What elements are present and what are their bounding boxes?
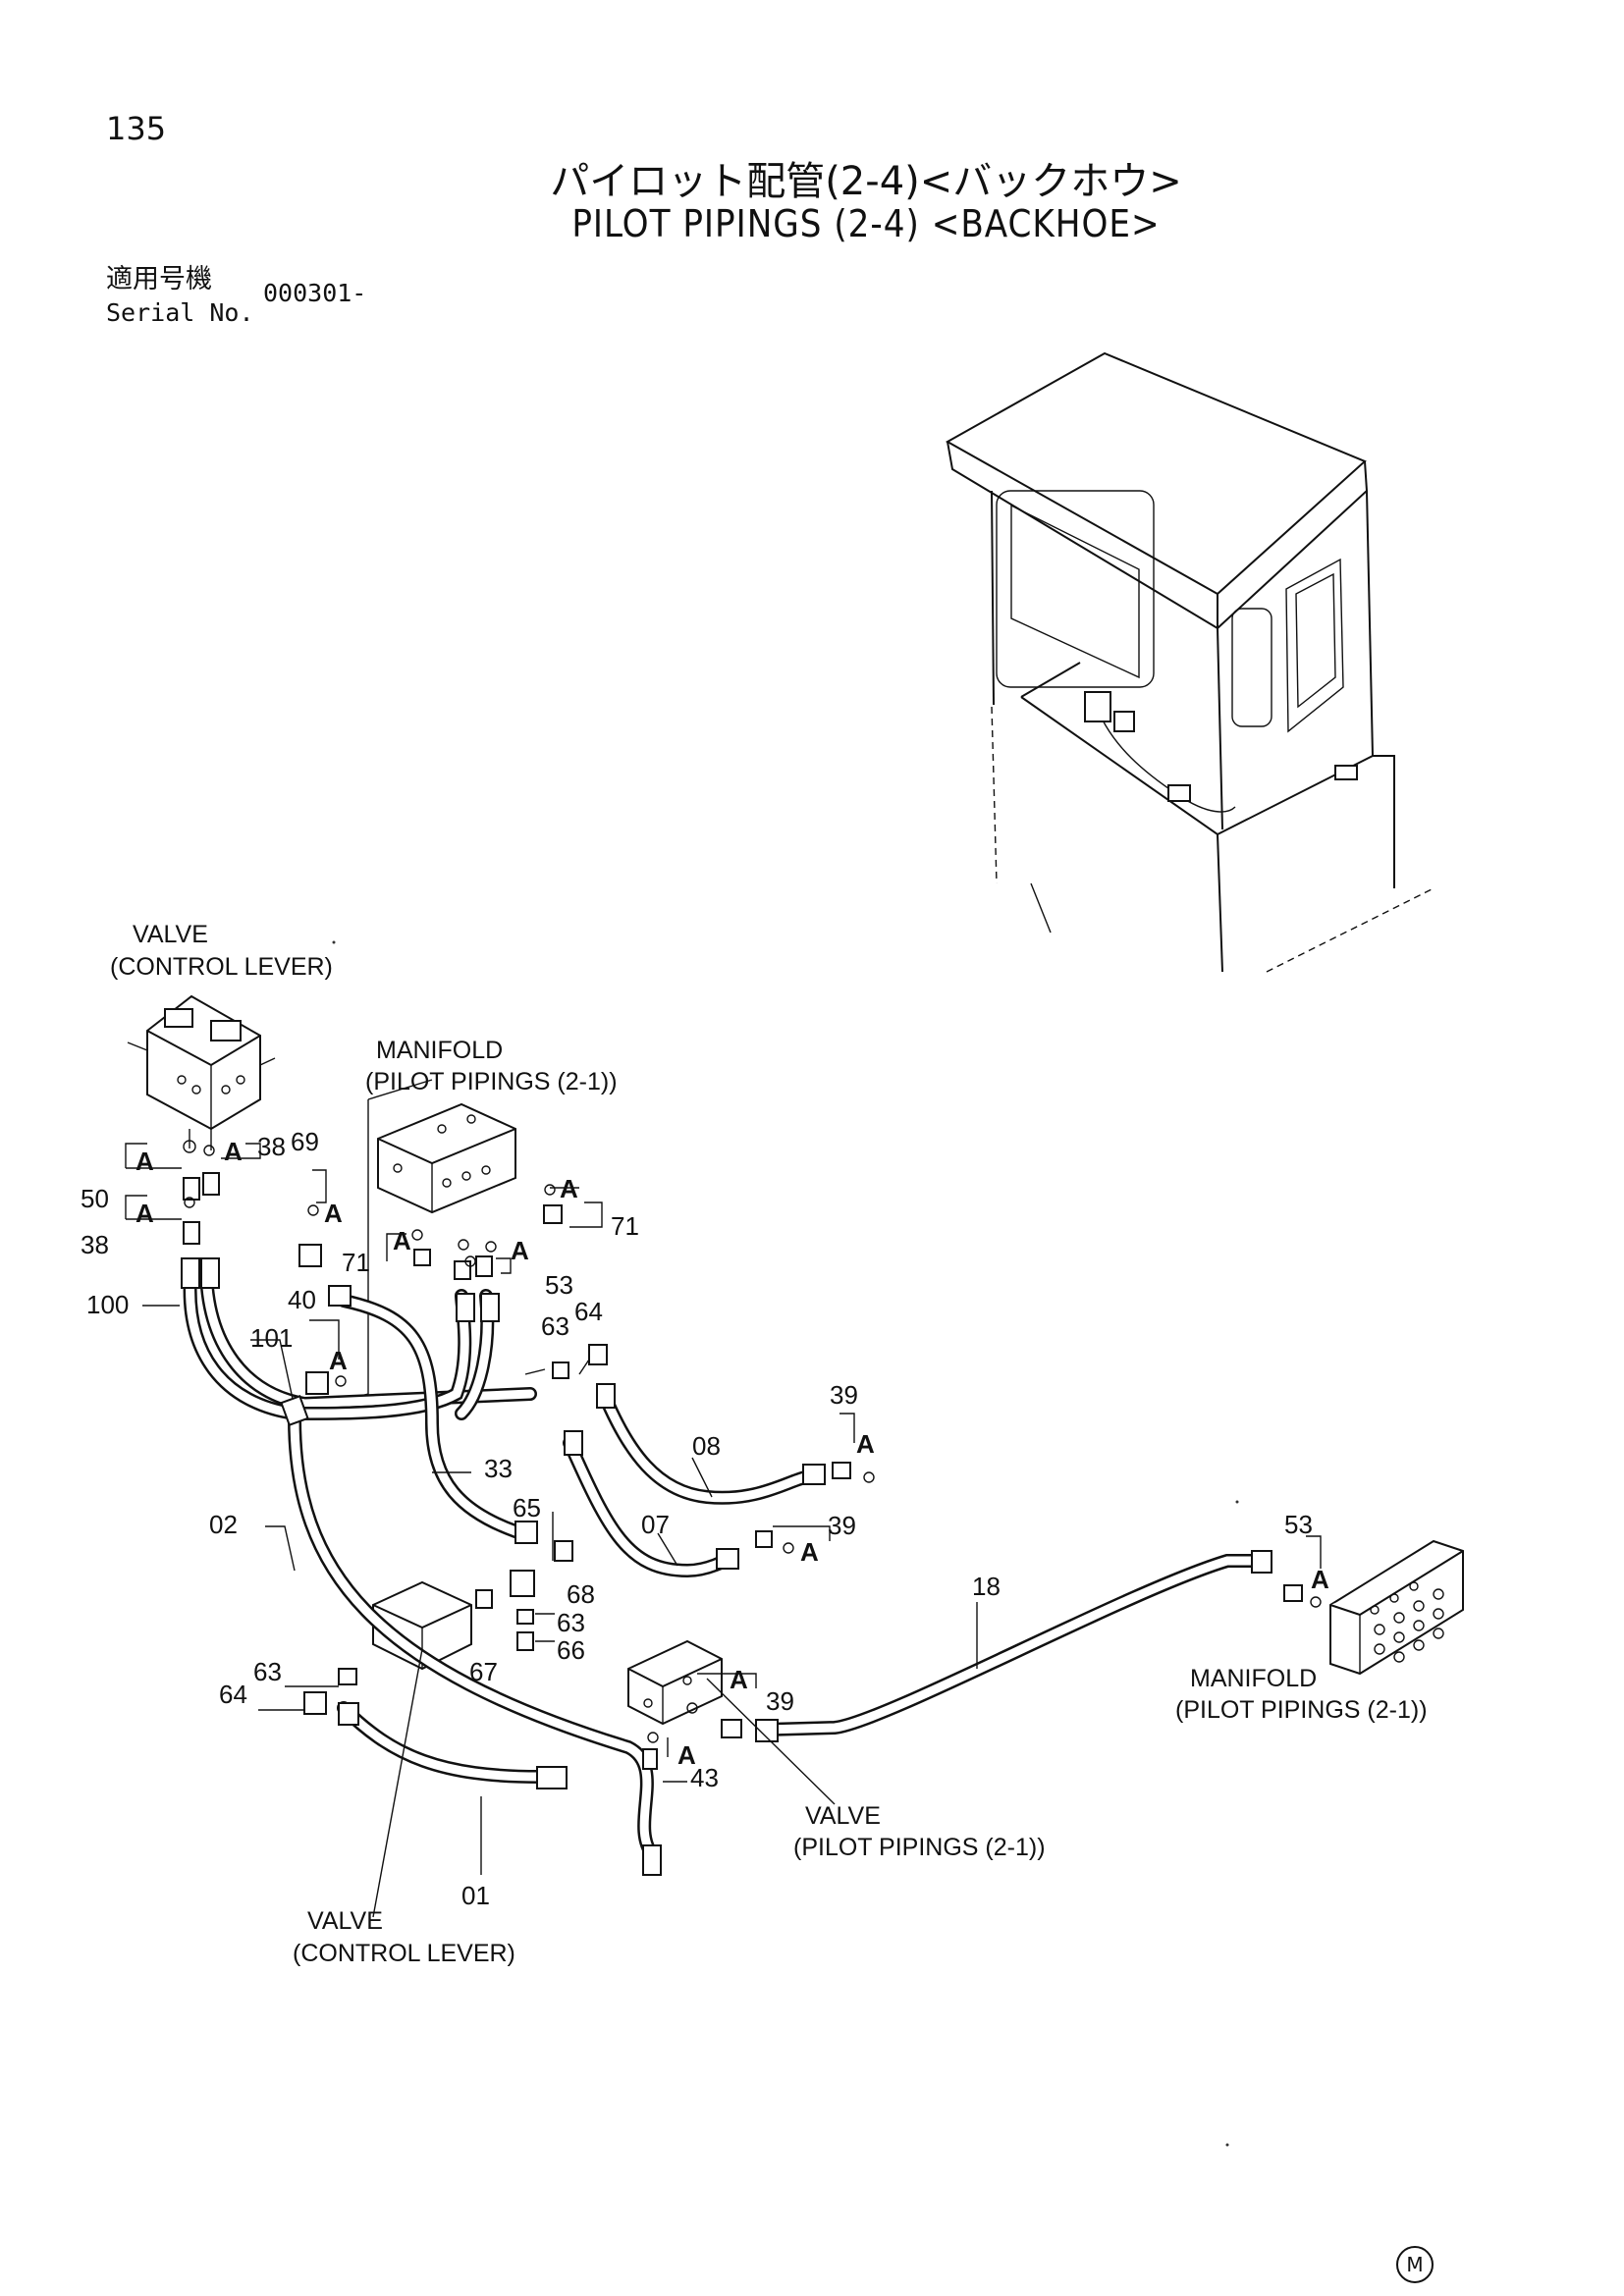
- part-number: 63: [557, 1608, 585, 1637]
- part-number: 40: [288, 1285, 316, 1314]
- caption-valve-control-lever-top: VALVE: [133, 921, 208, 948]
- detail-label-a: A: [224, 1137, 243, 1166]
- caption-valve-control-lever-top-sub: (CONTROL LEVER): [110, 953, 333, 981]
- part-number: 65: [513, 1493, 541, 1522]
- caption-manifold-top: MANIFOLD: [376, 1037, 503, 1064]
- pilot-valve-block: [627, 1639, 723, 1726]
- part-number: 53: [545, 1270, 573, 1300]
- page-title-english: PILOT PIPINGS (2-4) <BACKHOE>: [571, 202, 1161, 245]
- part-number: 63: [253, 1657, 282, 1686]
- detail-label-a: A: [856, 1429, 875, 1459]
- part-number: 71: [342, 1248, 370, 1277]
- part-number: 67: [469, 1657, 498, 1686]
- part-number: 39: [766, 1686, 794, 1716]
- detail-label-a: A: [560, 1174, 578, 1203]
- part-number: 69: [291, 1127, 319, 1156]
- page-title-japanese: パイロット配管(2-4)<バックホウ>: [550, 159, 1182, 204]
- part-number: 66: [557, 1635, 585, 1665]
- detail-label-a: A: [329, 1346, 348, 1375]
- caption-valve-pilot-pipings: VALVE: [805, 1802, 881, 1830]
- detail-label-a: A: [135, 1147, 154, 1176]
- part-number: 38: [257, 1132, 286, 1161]
- control-lever-valve-top: [127, 994, 276, 1150]
- leader-lines: [142, 1305, 978, 1918]
- part-number: 18: [972, 1572, 1001, 1601]
- caption-manifold-right-sub: (PILOT PIPINGS (2-1)): [1175, 1696, 1428, 1724]
- serial-label-english: Serial No.: [106, 298, 254, 327]
- caption-manifold-right: MANIFOLD: [1190, 1665, 1317, 1692]
- detail-label-a: A: [324, 1199, 343, 1228]
- part-number: 39: [830, 1380, 858, 1410]
- detail-label-a: A: [800, 1537, 819, 1567]
- part-number: 50: [81, 1184, 109, 1213]
- detail-label-a: A: [1311, 1565, 1329, 1594]
- part-number: 02: [209, 1510, 238, 1539]
- serial-number-value: 000301-: [263, 279, 367, 307]
- detail-label-a: A: [393, 1226, 411, 1255]
- part-number: 68: [567, 1579, 595, 1609]
- manifold-right: [1329, 1539, 1464, 1676]
- fittings: [181, 1172, 1303, 1876]
- detail-label-a: A: [135, 1199, 154, 1228]
- part-number: 64: [574, 1297, 603, 1326]
- detail-label-a: A: [677, 1740, 696, 1770]
- page-number: 135: [106, 110, 167, 147]
- detail-label-a: A: [730, 1665, 748, 1694]
- part-number: 38: [81, 1230, 109, 1259]
- detail-a-brackets: [125, 1140, 1322, 1757]
- part-number: 39: [828, 1511, 856, 1540]
- part-number: 101: [250, 1323, 293, 1353]
- detail-a-labels: A A A A A A A A A A A A A: [135, 1137, 1329, 1770]
- part-number: 43: [690, 1763, 719, 1792]
- serial-label-japanese: 適用号機: [106, 264, 212, 294]
- part-number: 64: [219, 1680, 247, 1709]
- part-number: 100: [86, 1290, 129, 1319]
- part-number: 53: [1284, 1510, 1313, 1539]
- part-number: 33: [484, 1454, 513, 1483]
- part-number: 08: [692, 1431, 721, 1461]
- caption-valve-control-lever-bottom: VALVE: [307, 1907, 383, 1935]
- part-number-labels: 50 38 38 100 101 69 71 71 40 53 63 64 33…: [81, 1127, 1313, 1910]
- caption-valve-control-lever-bottom-sub: (CONTROL LEVER): [293, 1940, 515, 1967]
- detail-label-a: A: [511, 1236, 529, 1265]
- caption-manifold-top-sub: (PILOT PIPINGS (2-1)): [365, 1068, 618, 1095]
- part-number: 71: [611, 1211, 639, 1241]
- cab-illustration: [945, 351, 1435, 973]
- part-number: 63: [541, 1311, 569, 1341]
- part-number: 07: [641, 1510, 670, 1539]
- part-number: 01: [461, 1881, 490, 1910]
- scan-specks: [332, 940, 1239, 2147]
- caption-valve-pilot-pipings-sub: (PILOT PIPINGS (2-1)): [793, 1834, 1046, 1861]
- manufacturer-mark-icon: M: [1396, 2246, 1434, 2283]
